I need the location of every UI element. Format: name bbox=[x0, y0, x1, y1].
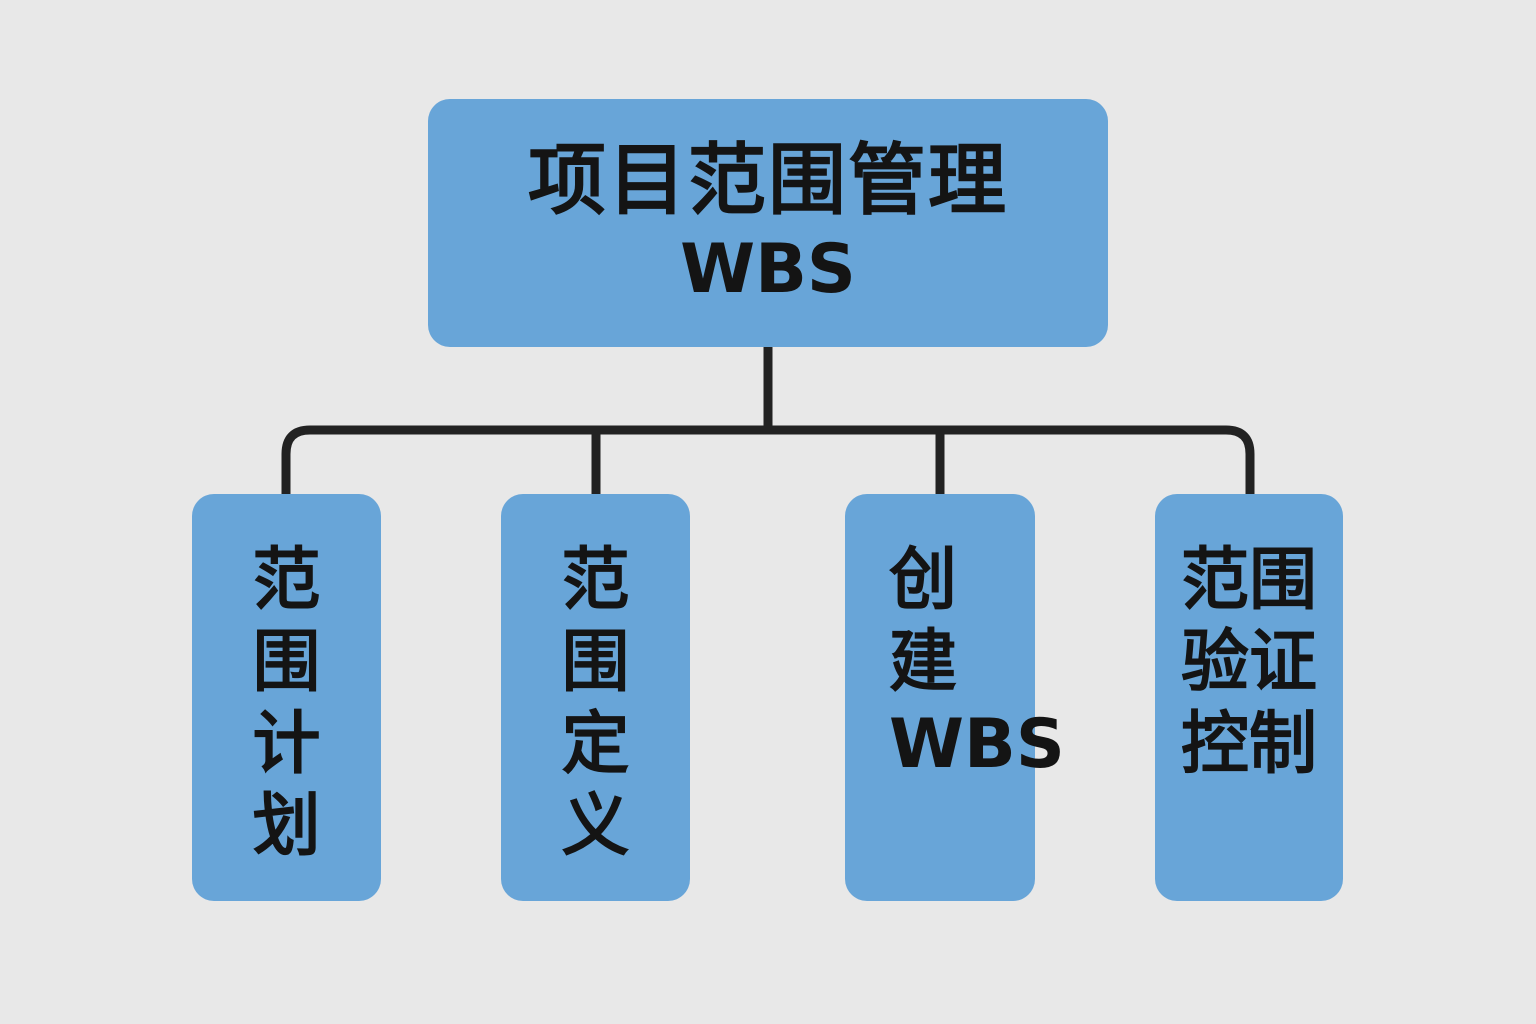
root-title: 项目范围管理 bbox=[527, 135, 1008, 226]
root-node: 项目范围管理 WBS bbox=[428, 99, 1108, 347]
connector-bus bbox=[281, 425, 1255, 494]
child-label: 创 建 WBS bbox=[889, 541, 1065, 784]
child-node-scope-definition: 范 围 定 义 bbox=[501, 494, 690, 901]
child-node-scope-verification-control: 范围 验证 控制 bbox=[1155, 494, 1343, 901]
child-label: 范围 验证 控制 bbox=[1180, 541, 1317, 784]
root-subtitle: WBS bbox=[680, 229, 856, 309]
child-label: 范 围 定 义 bbox=[561, 541, 630, 866]
child-node-scope-planning: 范 围 计 划 bbox=[192, 494, 381, 901]
child-label: 范 围 计 划 bbox=[252, 541, 321, 866]
child-node-create-wbs: 创 建 WBS bbox=[845, 494, 1065, 901]
